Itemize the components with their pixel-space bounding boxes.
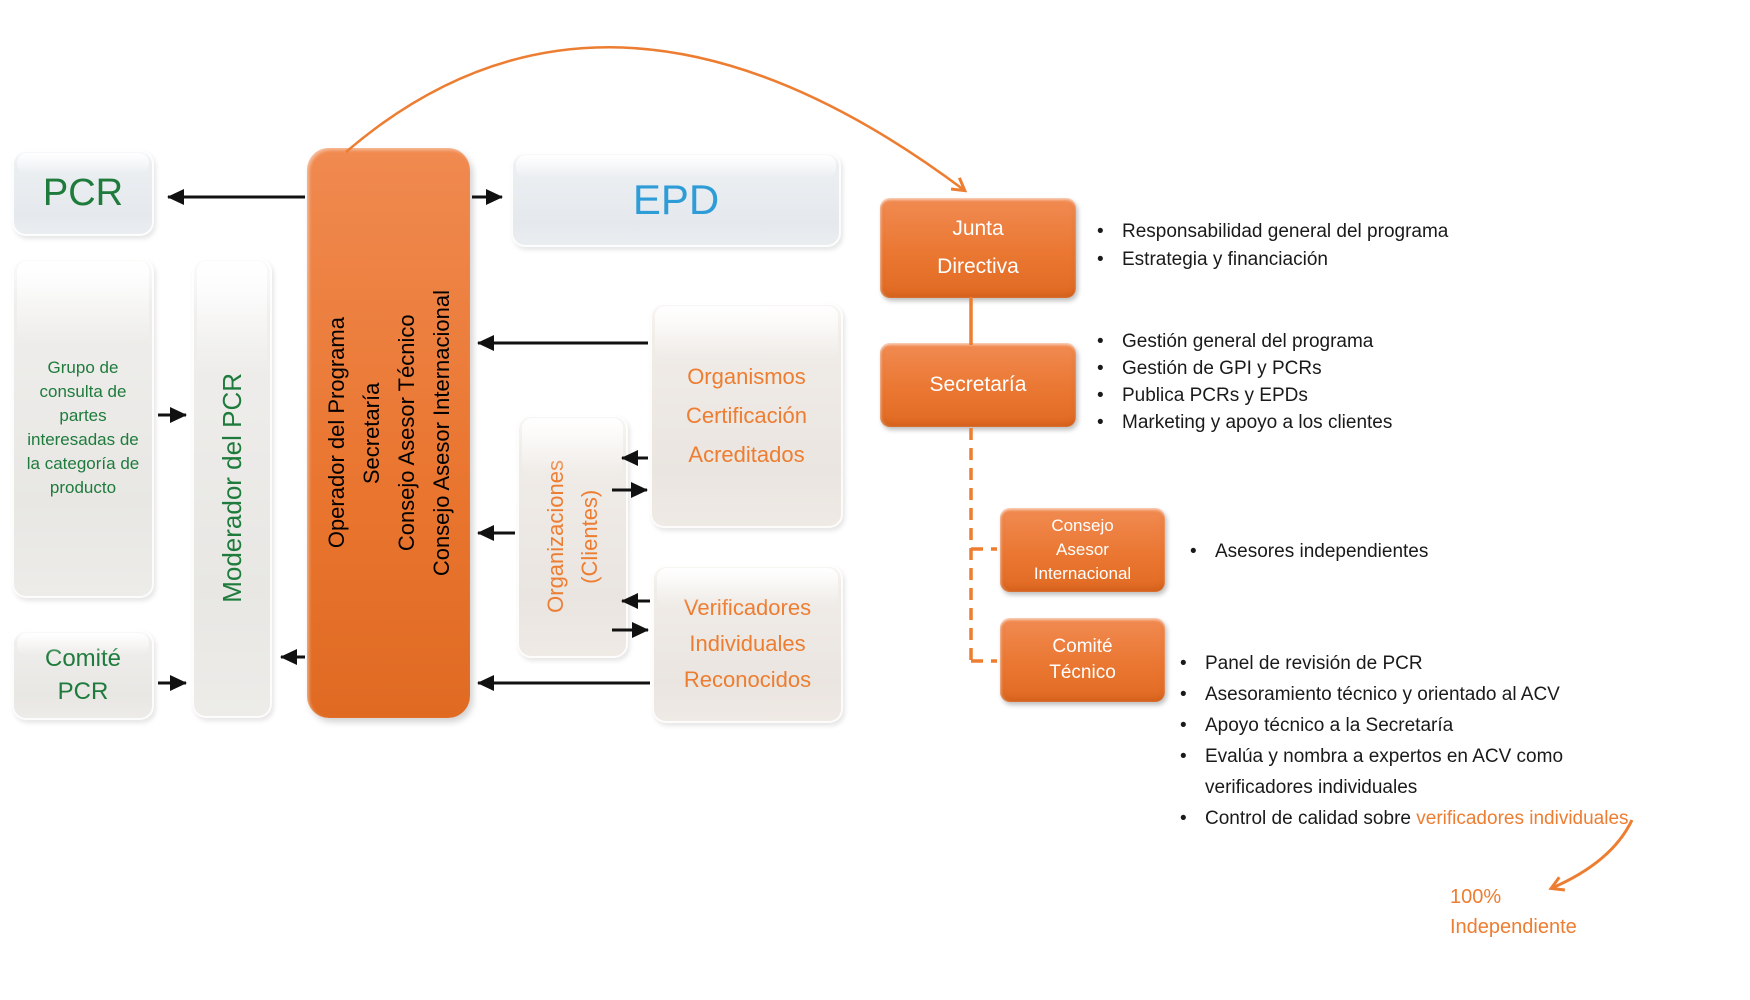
junta-directiva-node: Junta Directiva bbox=[880, 198, 1076, 298]
comite-tecnico-line: Técnico bbox=[1049, 662, 1116, 683]
independent-annotation: 100% Independiente bbox=[1450, 882, 1577, 942]
bullet-text-highlight: verificadores individuales bbox=[1416, 808, 1629, 829]
organizaciones-line: (Clientes) bbox=[576, 489, 602, 584]
organismos-line: Organismos bbox=[687, 364, 806, 389]
epd-node: EPD bbox=[511, 152, 841, 247]
verificadores-node: Verificadores Individuales Reconocidos bbox=[652, 565, 843, 723]
bullet-item: Evalúa y nombra a expertos en ACV como v… bbox=[1178, 741, 1750, 803]
bullet-item: Marketing y apoyo a los clientes bbox=[1095, 409, 1655, 436]
bullet-item: Responsabilidad general del programa bbox=[1095, 218, 1655, 246]
comite-tecnico-bullet-list: Panel de revisión de PCR Asesoramiento t… bbox=[1178, 648, 1750, 834]
comite-tecnico-line: Comité bbox=[1052, 636, 1113, 657]
bullet-text: Evalúa y nombra a expertos en ACV como bbox=[1205, 746, 1564, 767]
consejo-bullet-list: Asesores independientes bbox=[1188, 538, 1608, 566]
grupo-consulta-node: Grupo de consulta de partes interesadas … bbox=[12, 258, 154, 598]
secretaria-label: Secretaría bbox=[929, 373, 1027, 396]
organismos-label: Organismos Certificación Acreditados bbox=[686, 357, 807, 474]
junta-bullet-list: Responsabilidad general del programa Est… bbox=[1095, 218, 1655, 274]
pcr-node: PCR bbox=[12, 150, 154, 236]
consejo-asesor-internacional-node: Consejo Asesor Internacional bbox=[1000, 508, 1165, 592]
verificadores-line: Individuales bbox=[689, 631, 806, 656]
bullet-item: Publica PCRs y EPDs bbox=[1095, 382, 1655, 409]
independent-percent: 100% bbox=[1450, 886, 1502, 908]
consejo-line: Asesor bbox=[1056, 540, 1109, 559]
bullet-item: Estrategia y financiación bbox=[1095, 246, 1655, 274]
organismos-line: Acreditados bbox=[688, 442, 805, 467]
comite-tecnico-node: Comité Técnico bbox=[1000, 618, 1165, 702]
comite-tecnico-label: Comité Técnico bbox=[1049, 634, 1116, 686]
operador-line: Operador del Programa bbox=[323, 317, 349, 549]
bullet-item: Panel de revisión de PCR bbox=[1178, 648, 1750, 679]
bullet-item: Gestión general del programa bbox=[1095, 328, 1655, 355]
operador-line: Consejo Asesor Internacional bbox=[428, 289, 454, 577]
operador-programa-labels: Operador del Programa Secretaría Consejo… bbox=[319, 290, 459, 576]
organizaciones-line: Organizaciones bbox=[542, 460, 568, 613]
bullet-text: verificadores individuales bbox=[1205, 777, 1418, 798]
independent-word: Independiente bbox=[1450, 916, 1577, 938]
junta-line: Junta bbox=[952, 217, 1004, 240]
grupo-consulta-label: Grupo de consulta de partes interesadas … bbox=[26, 358, 140, 497]
consejo-line: Internacional bbox=[1033, 564, 1132, 583]
organismos-line: Certificación bbox=[685, 403, 808, 428]
bullet-item: Gestión de GPI y PCRs bbox=[1095, 355, 1655, 382]
verificadores-label: Verificadores Individuales Reconocidos bbox=[684, 590, 811, 698]
secretaria-bullet-list: Gestión general del programa Gestión de … bbox=[1095, 328, 1655, 436]
organizaciones-label: Organizaciones (Clientes) bbox=[539, 460, 607, 613]
epd-label: EPD bbox=[632, 175, 720, 223]
organizaciones-clientes-node: Organizaciones (Clientes) bbox=[517, 415, 628, 658]
moderador-pcr-node: Moderador del PCR bbox=[192, 258, 272, 718]
moderador-pcr-label: Moderador del PCR bbox=[216, 373, 247, 603]
junta-line: Directiva bbox=[937, 255, 1019, 278]
consejo-line: Consejo bbox=[1051, 516, 1114, 535]
pcr-label: PCR bbox=[42, 171, 124, 214]
bullet-item: Asesores independientes bbox=[1188, 538, 1608, 566]
junta-directiva-label: Junta Directiva bbox=[937, 210, 1019, 286]
organismos-certificacion-node: Organismos Certificación Acreditados bbox=[650, 303, 843, 528]
consejo-asesor-label: Consejo Asesor Internacional bbox=[1034, 514, 1131, 586]
operador-line: Consejo Asesor Técnico bbox=[393, 314, 419, 552]
bullet-text: Control de calidad sobre bbox=[1205, 808, 1417, 829]
bullet-item: Apoyo técnico a la Secretaría bbox=[1178, 710, 1750, 741]
secretaria-node: Secretaría bbox=[880, 343, 1076, 427]
bullet-item: Control de calidad sobre verificadores i… bbox=[1178, 803, 1750, 834]
bullet-item: Asesoramiento técnico y orientado al ACV bbox=[1178, 679, 1750, 710]
operador-programa-node: Operador del Programa Secretaría Consejo… bbox=[307, 148, 470, 718]
verificadores-line: Verificadores bbox=[683, 595, 812, 620]
verificadores-line: Reconocidos bbox=[683, 667, 812, 692]
comite-pcr-label: Comité PCR bbox=[44, 645, 122, 705]
comite-pcr-node: Comité PCR bbox=[12, 630, 154, 720]
operador-line: Secretaría bbox=[358, 382, 384, 484]
